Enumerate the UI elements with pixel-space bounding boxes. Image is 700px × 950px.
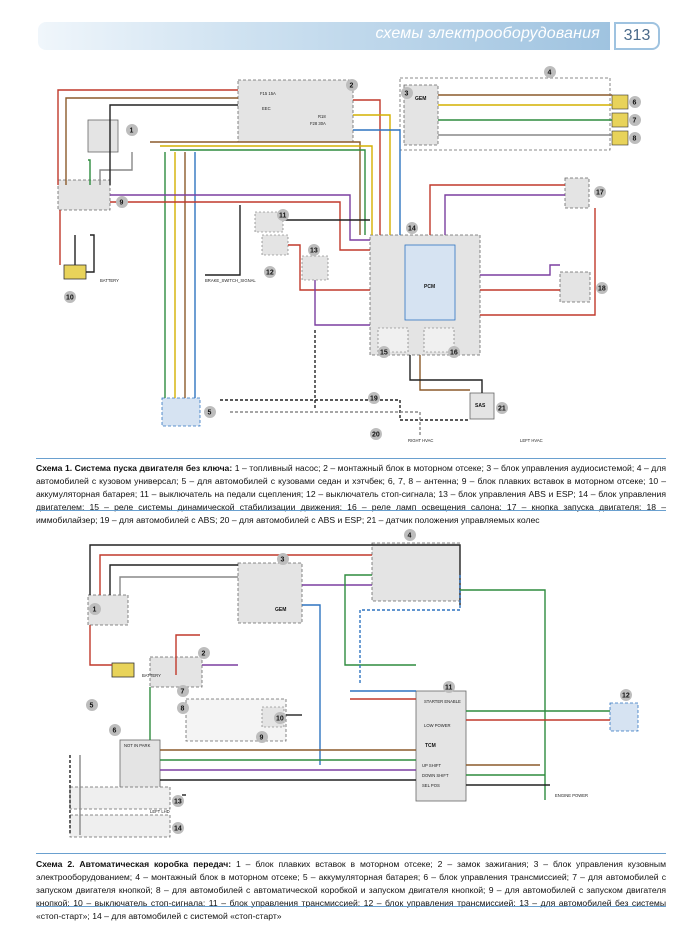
brake-signal-label: BRAKE_SWITCH_SIGNAL xyxy=(205,278,256,283)
scheme-2-diagram: 1 2 3 4 5 6 7 8 9 10 11 12 13 14 GEM TCM… xyxy=(69,529,639,838)
tcm-11 xyxy=(415,690,467,802)
antenna-8 xyxy=(611,130,629,146)
label-20: 20 xyxy=(372,432,380,439)
s2-label-3: 3 xyxy=(281,557,285,564)
s2-label-13: 13 xyxy=(174,799,182,806)
gem-label: GEM xyxy=(415,96,426,102)
scheme-1-caption: Схема 1. Система пуска двигателя без клю… xyxy=(36,462,666,527)
scheme-2-labels: 1 2 3 4 5 6 7 8 9 10 11 12 13 14 GEM TCM… xyxy=(86,529,632,834)
eec-label: EEC xyxy=(262,106,271,111)
label-11: 11 xyxy=(279,213,287,220)
block-17 xyxy=(564,177,590,209)
label-8: 8 xyxy=(633,136,637,143)
s2-label-4: 4 xyxy=(408,533,412,540)
s2-label-14: 14 xyxy=(174,826,182,833)
block-2 xyxy=(237,79,354,143)
battery-5-s2 xyxy=(111,662,135,678)
label-13: 13 xyxy=(310,248,318,255)
block-1 xyxy=(87,119,119,153)
s2-label-6: 6 xyxy=(113,728,117,735)
scheme-1-caption-text: 1 – топливный насос; 2 – монтажный блок … xyxy=(36,463,666,525)
label-12: 12 xyxy=(266,270,274,277)
label-16: 16 xyxy=(450,350,458,357)
caption-1-top-rule xyxy=(36,458,666,459)
block-13 xyxy=(301,255,329,281)
label-18: 18 xyxy=(598,286,606,293)
s2-label-11: 11 xyxy=(445,685,453,692)
label-21: 21 xyxy=(498,406,506,413)
label-15: 15 xyxy=(380,350,388,357)
fuse-f28-label: F28 30A xyxy=(310,121,326,126)
block-12 xyxy=(261,234,289,256)
block-14-s2 xyxy=(69,814,171,838)
block-13-s2 xyxy=(69,786,171,810)
s2-label-7: 7 xyxy=(181,689,185,696)
label-2: 2 xyxy=(350,83,354,90)
s2-label-5: 5 xyxy=(90,703,94,710)
label-7: 7 xyxy=(633,118,637,125)
label-4: 4 xyxy=(548,70,552,77)
antenna-7 xyxy=(611,112,629,128)
starter-enable-label: STARTER ENABLE xyxy=(424,699,461,704)
low-power-label: LOW POWER xyxy=(424,723,451,728)
battery-10 xyxy=(63,264,87,280)
block-5 xyxy=(161,397,201,427)
s2-label-12: 12 xyxy=(622,693,630,700)
label-9: 9 xyxy=(120,200,124,207)
block-4-s2 xyxy=(371,542,461,602)
scheme-2-caption: Схема 2. Автоматическая коробка передач:… xyxy=(36,858,666,923)
s2-label-9: 9 xyxy=(260,735,264,742)
left-lhd-label: LEFT LHD xyxy=(150,809,170,814)
scheme-1-diagram: 1 2 3 4 5 6 7 8 9 10 11 12 13 14 15 16 1… xyxy=(57,66,641,443)
antenna-6 xyxy=(611,94,629,110)
label-5: 5 xyxy=(208,410,212,417)
label-10: 10 xyxy=(66,295,74,302)
s2-gem-label: GEM xyxy=(275,607,286,613)
sas-label: SAS xyxy=(475,403,486,409)
s2-label-10: 10 xyxy=(276,716,284,723)
s2-battery-label: BATTERY xyxy=(142,673,161,678)
label-14: 14 xyxy=(408,226,416,233)
scheme-1-caption-title: Схема 1. Система пуска двигателя без клю… xyxy=(36,463,233,473)
label-19: 19 xyxy=(370,396,378,403)
block-21 xyxy=(469,392,495,420)
s2-label-8: 8 xyxy=(181,706,185,713)
header-band xyxy=(38,22,610,50)
label-17: 17 xyxy=(596,190,604,197)
label-3: 3 xyxy=(405,91,409,98)
caption-2-bottom-rule xyxy=(36,906,666,907)
block-3 xyxy=(403,84,439,146)
s2-label-1: 1 xyxy=(93,607,97,614)
engine-power-label: ENGINE POWER xyxy=(555,793,588,798)
block-11 xyxy=(254,211,284,233)
down-shift-label: DOWN SHIFT xyxy=(422,773,449,778)
block-3-s2 xyxy=(237,562,303,624)
up-shift-label: UP SHIFT xyxy=(422,763,441,768)
label-1: 1 xyxy=(130,128,134,135)
scheme-2-caption-title: Схема 2. Автоматическая коробка передач: xyxy=(36,859,232,869)
sel-pos-label: SEL POS xyxy=(422,783,440,788)
s2-label-2: 2 xyxy=(202,651,206,658)
r18-label: R18 xyxy=(318,114,326,119)
block-18 xyxy=(559,271,591,303)
not-in-park-label: NOT IN PARK xyxy=(124,743,151,748)
right-hvac-label: RIGHT HVAC xyxy=(408,438,433,443)
page-number: 313 xyxy=(614,22,660,50)
block-12-s2 xyxy=(609,702,639,732)
pcm-label: PCM xyxy=(424,284,435,290)
s2-tcm-label: TCM xyxy=(425,743,436,749)
caption-1-bottom-rule xyxy=(36,510,666,511)
left-hvac-label: LEFT HVAC xyxy=(520,438,543,443)
block-16 xyxy=(423,327,455,353)
pcm-core xyxy=(404,244,456,321)
caption-2-top-rule xyxy=(36,853,666,854)
battery-label: BATTERY xyxy=(100,278,119,283)
fuse-f15-label: F15 15A xyxy=(260,91,276,96)
label-6: 6 xyxy=(633,100,637,107)
scheme-2-caption-text: 1 – блок плавких вставок в моторном отсе… xyxy=(36,859,666,921)
scheme-1-labels: 1 2 3 4 5 6 7 8 9 10 11 12 13 14 15 16 1… xyxy=(64,66,641,443)
section-title: схемы электрооборудования xyxy=(375,25,600,42)
